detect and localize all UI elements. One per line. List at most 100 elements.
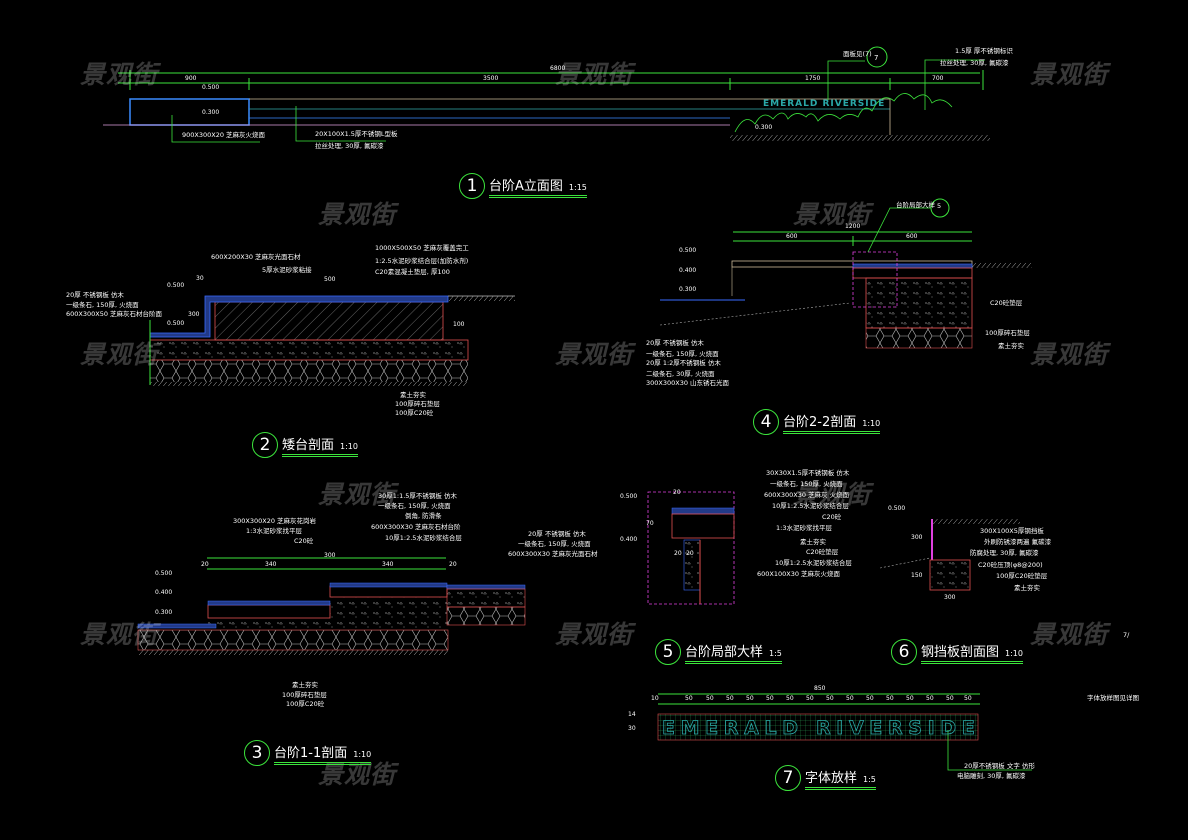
watermark: 景观街 [318,480,397,509]
dim: 50 [726,695,734,702]
material-label: 600X300X30 芝麻灰 火烧面 [764,491,850,499]
dim: 20 [201,561,209,568]
elevation-mark: 0.400 [620,536,638,543]
callout-ref: 5 [937,202,942,210]
title-scale: 1:10 [862,418,881,428]
dim: 50 [886,695,894,702]
title-number: 1 [459,173,485,199]
material-label: 倒角, 防滑条 [405,512,442,520]
title-number: 4 [753,409,779,435]
title-number: 3 [244,740,270,766]
material-label: 1:3水泥砂浆找平层 [776,524,832,532]
material-label: 素土夯实 [400,391,426,399]
dim: 50 [964,695,972,702]
drawing-title-4: 4 台阶2-2剖面 1:10 [753,409,881,435]
material-label: 1000X500X50 芝麻灰覆盖完工 [375,244,469,252]
dim: 100 [453,321,465,328]
dim: 50 [706,695,714,702]
dim: 50 [826,695,834,702]
elevation-mark: 0.500 [202,84,220,91]
title-text: 台阶2-2剖面 [783,414,857,430]
material-label: 100厚C20砼 [286,700,325,708]
drawing-2-section [149,295,515,386]
drawing-title-6: 6 钢挡板剖面图 1:10 [891,639,1023,665]
material-label: 1:3水泥砂浆找平层 [246,527,302,535]
watermark: 景观街 [555,60,634,89]
material-label: 300X300X20 芝麻灰花岗岩 [233,517,317,525]
dim: 20 [673,489,681,496]
material-label: 300X100X5厚钢挡板 [980,527,1044,535]
dim-total: 850 [814,685,826,692]
dim: 70 [646,520,654,527]
elevation-mark: 0.300 [155,609,173,616]
title-scale: 1:5 [769,648,782,658]
dim: 300 [324,552,336,559]
dim: 600 [786,233,798,240]
watermark: 景观街 [1030,60,1109,89]
material-label: 电脑雕刻, 30厚, 氟碳漆 [957,772,1026,780]
side-dim: 14 [628,711,636,718]
watermark: 景观街 [1030,620,1109,649]
title-number: 5 [655,639,681,665]
material-label: 10厚1:2.5水泥砂浆结合层 [385,534,462,542]
material-label: 面板见(7) [843,50,872,58]
dim: 150 [911,572,923,579]
material-label: 600X300X30 芝麻灰光面石材 [508,550,598,558]
material-label: 拉丝处理, 30厚, 氟碳漆 [315,142,384,150]
drawing-7-lettering [657,693,1032,771]
dim: 50 [766,695,774,702]
dim: 600 [906,233,918,240]
dim: 20 [449,561,457,568]
dim: 300 [911,534,923,541]
material-label: 一级条石, 150厚, 火烧面 [378,502,451,510]
elevation-mark: 0.500 [679,247,697,254]
material-label: 600X200X30 芝麻灰光面石材 [211,253,301,261]
material-label: C20砼 [294,537,314,545]
watermark: 景观街 [1030,340,1109,369]
dim: 50 [685,695,693,702]
dim-3500: 3500 [483,75,499,82]
title-scale: 1:10 [1005,648,1023,658]
material-label: 100厚C20砼 [395,409,434,417]
dim: 50 [926,695,934,702]
title-text: 台阶A立面图 [489,178,563,194]
dim: 340 [265,561,277,568]
title-text: 台阶1-1剖面 [274,745,348,761]
material-label: 20X100X1.5厚不锈钢L型板 [315,130,398,138]
dim: 50 [846,695,854,702]
material-label: 10厚1:2.5水泥砂浆结合层 [772,502,849,510]
material-label: 20厚不锈钢板 文字 仿形 [964,762,1035,770]
dim: 20 [674,550,682,557]
elevation-mark: 0.500 [167,320,185,327]
sign-text-grid: EMERALD RIVERSIDE [662,717,976,739]
title-text: 钢挡板剖面图 [921,644,1000,660]
side-dim: 30 [628,725,636,732]
material-label: 10厚1:2.5水泥砂浆结合层 [775,559,852,567]
dim: 50 [806,695,814,702]
material-label: 600X100X30 芝麻灰火烧面 [757,570,841,578]
material-label: 20厚 不锈钢板 仿木 [66,291,124,299]
elevation-mark: 0.500 [167,282,185,289]
callout-ref-7: 7 [874,54,878,62]
material-label: 100厚碎石垫层 [282,691,327,699]
material-label: 素土夯实 [1014,584,1040,592]
material-label: 100厚碎石垫层 [395,400,440,408]
elevation-mark: 0.500 [155,570,173,577]
watermark: 景观街 [793,480,872,509]
material-label: 拉丝处理, 30厚, 氟碳漆 [940,59,1009,67]
material-label: 100厚C20砼垫层 [996,572,1048,580]
material-label: 外刷防锈漆两遍 氟碳漆 [984,538,1052,546]
dim-1750: 1750 [805,75,821,82]
elevation-mark: 0.400 [155,589,173,596]
material-label: C20砼 [822,513,842,521]
material-label: 30X30X1.5厚不锈钢板 仿木 [766,469,850,477]
material-label: 二级条石, 30厚, 火烧面 [646,370,715,378]
watermark: 景观街 [318,760,397,789]
elevation-mark: 0.500 [620,493,638,500]
material-label: 1:2.5水泥砂浆结合层(加防水剂) [375,257,469,265]
elevation-mark: 0.300 [755,124,773,131]
material-label: 一级条石, 150厚, 火烧面 [518,540,591,548]
title-number: 6 [891,639,917,665]
